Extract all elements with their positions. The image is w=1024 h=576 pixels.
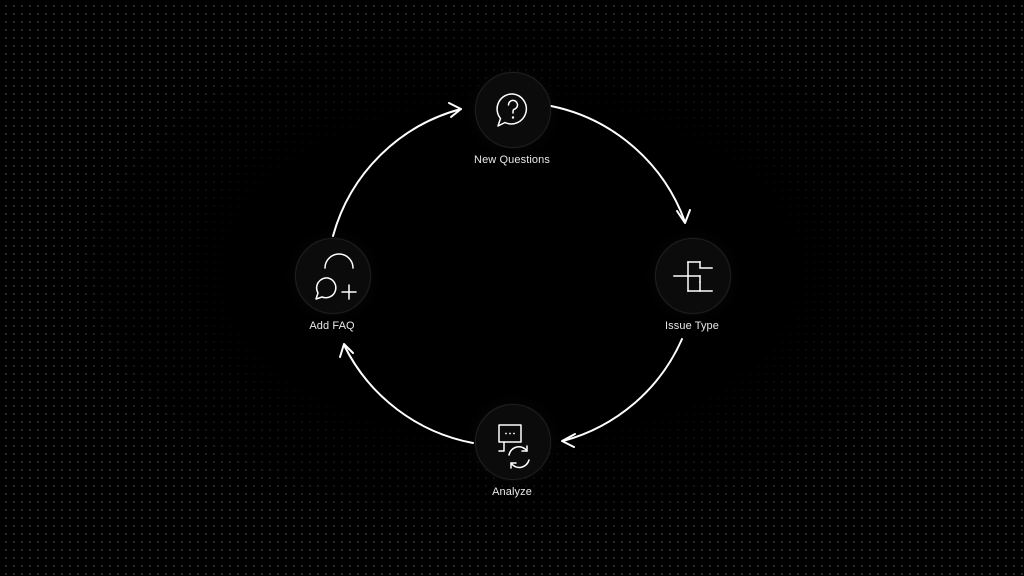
node-issue-type	[655, 238, 731, 314]
arrow-add-faq-to-new-questions	[332, 108, 462, 237]
arrow-issue-type-to-analyze	[562, 338, 683, 442]
tree-branch-icon	[673, 261, 713, 292]
arrowhead-analyze	[561, 433, 576, 448]
arrow-analyze-to-add-faq	[343, 344, 474, 444]
label-add-faq: Add FAQ	[309, 320, 355, 332]
node-analyze	[475, 404, 551, 480]
label-analyze: Analyze	[492, 486, 532, 498]
node-add-faq	[295, 238, 371, 314]
arrowhead-issue-type	[676, 209, 691, 224]
node-new-questions	[475, 72, 551, 148]
arrowhead-new-questions	[448, 102, 462, 118]
label-issue-type: Issue Type	[665, 320, 719, 332]
arrow-new-questions-to-issue-type	[550, 105, 686, 223]
add-faq-icon	[315, 253, 357, 300]
label-new-questions: New Questions	[474, 154, 550, 166]
arrowhead-add-faq	[339, 343, 354, 358]
question-bubble-icon	[496, 93, 528, 127]
analyze-refresh-icon	[498, 424, 530, 469]
